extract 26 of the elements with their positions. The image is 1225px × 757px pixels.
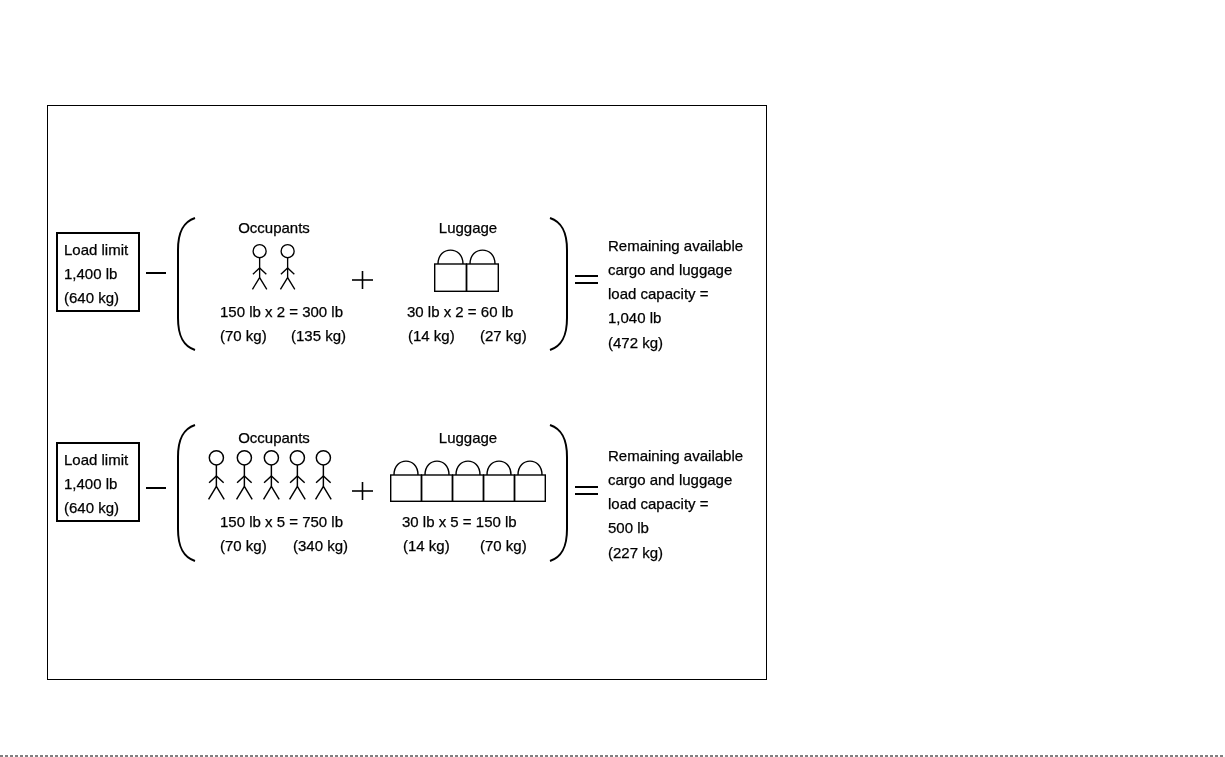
- metric-weight: (14 kg): [408, 325, 455, 346]
- metric-weight: (27 kg): [480, 325, 527, 346]
- group-heading: Occupants: [238, 218, 310, 238]
- load-limit-text: Load limit 1,400 lb (640 kg): [64, 450, 130, 518]
- metric-weight: (135 kg): [291, 325, 347, 346]
- metric-weight: (70 kg): [220, 535, 267, 556]
- result-text: Remaining available cargo and luggage load capacity =: [608, 235, 745, 304]
- metric-weight: (14 kg): [403, 535, 450, 556]
- result-weight: 500 lb: [608, 518, 649, 539]
- group-heading: Luggage: [438, 428, 498, 448]
- value-box: [56, 232, 140, 312]
- load-limit-text: Load limit 1,400 lb (640 kg): [64, 240, 130, 308]
- metric-weight: (70 kg): [480, 535, 527, 556]
- weight-formula: 30 lb x 2 = 60 lb: [407, 301, 514, 322]
- group-heading: Occupants: [238, 428, 310, 448]
- metric-weight: (340 kg): [293, 535, 349, 556]
- group-heading: Luggage: [438, 218, 498, 238]
- result-weight: 1,040 lb: [608, 308, 662, 329]
- weight-formula: 30 lb x 5 = 150 lb: [402, 511, 517, 532]
- weight-formula: 150 lb x 5 = 750 lb: [220, 511, 343, 532]
- result-weight: (227 kg): [608, 542, 664, 563]
- metric-weight: (70 kg): [220, 325, 267, 346]
- result-weight: (472 kg): [608, 332, 664, 353]
- result-text: Remaining available cargo and luggage load capacity =: [608, 445, 745, 514]
- weight-formula: 150 lb x 2 = 300 lb: [220, 301, 343, 322]
- value-box: [56, 442, 140, 522]
